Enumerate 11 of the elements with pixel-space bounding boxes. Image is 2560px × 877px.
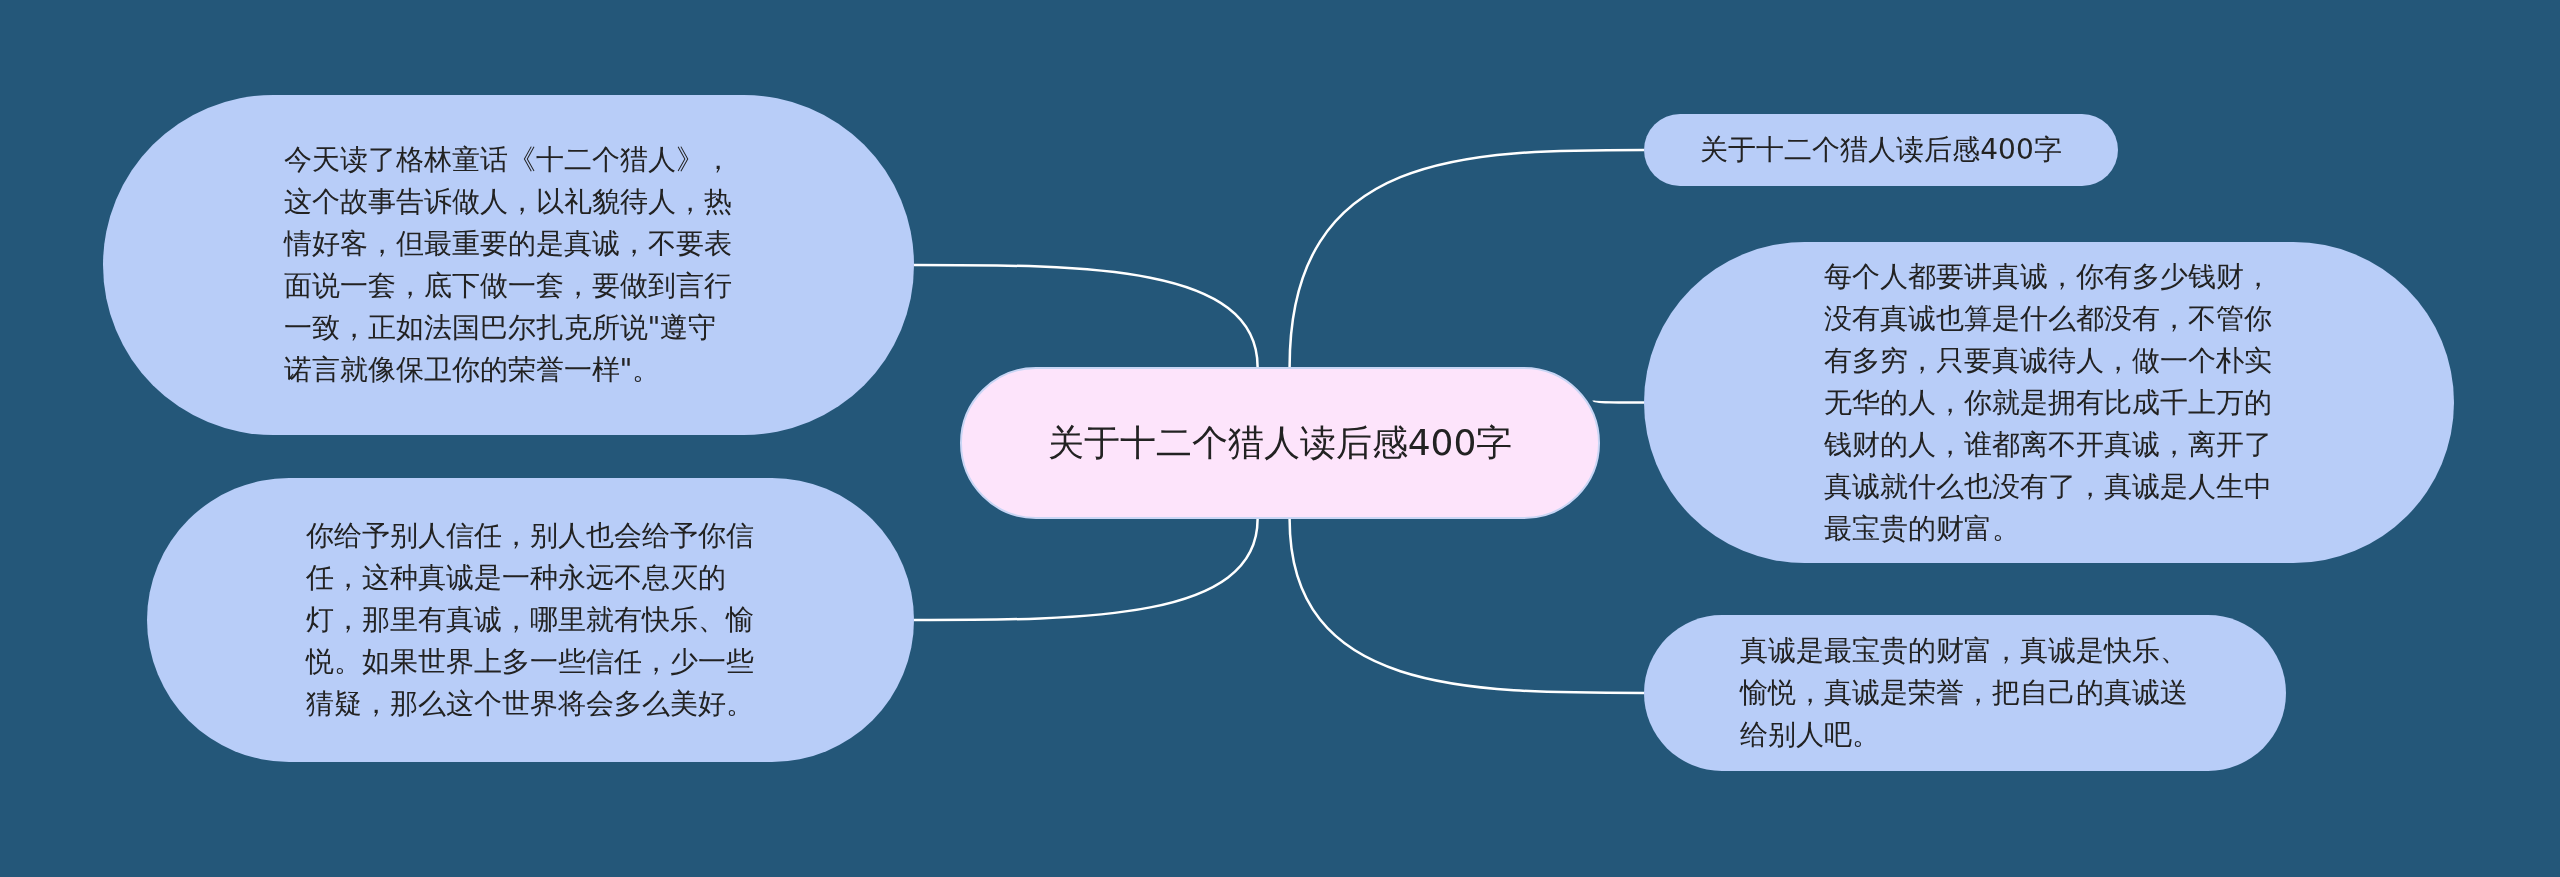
connector-line: [914, 518, 1259, 622]
connector-line: [1593, 399, 1644, 404]
node-text: 真诚是最宝贵的财富，真诚是快乐、愉悦，真诚是荣誉，把自己的真诚送给别人吧。: [1740, 633, 2189, 753]
node-text: 你给予别人信任，别人也会给予你信任，这种真诚是一种永远不息灭的灯，那里有真诚，哪里就有快乐、愉悦。如果世界上多一些信任，少一些猜疑，那么这个世界将会多么美好。: [305, 518, 755, 722]
connector-line: [1288, 518, 1644, 695]
node-text: 每个人都要讲真诚，你有多少钱财，没有真诚也算是什么都没有，不管你有多穷，只要真诚待人，做一个朴实无华的人，你就是拥有比成千上万的钱财的人，谁都离不开真诚，离开了真诚就什么也没有了，真诚是人生中最宝贵的财富。: [1824, 258, 2273, 547]
connector-line: [1288, 148, 1644, 368]
node-text: 今天读了格林童话《十二个猎人》，这个故事告诉做人，以礼貌待人，热情好客，但最重要的是真诚，不要表面说一套，底下做一套，要做到言行一致，正如法国巴尔扎克所说"遵守诺言就像保卫你的荣誉一样"。: [283, 142, 733, 388]
node-text: 关于十二个猎人读后感400字: [1700, 132, 2062, 168]
connector-line: [914, 263, 1259, 368]
node-text: 关于十二个猎人读后感400字: [1046, 421, 1514, 465]
